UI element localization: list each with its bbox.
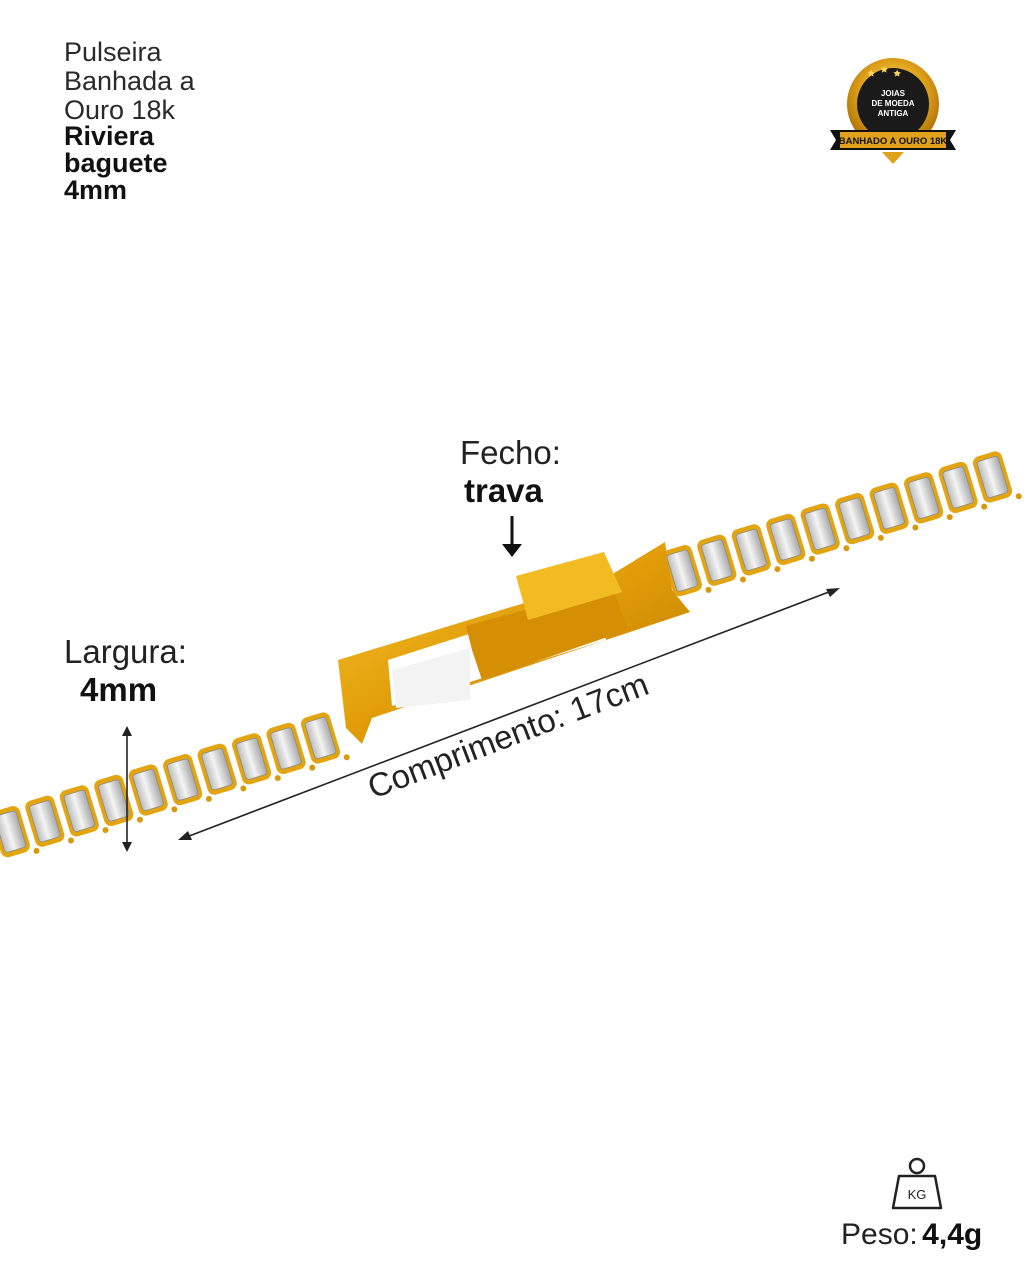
width-callout: Largura: 4mm — [64, 633, 187, 709]
chain-link — [705, 586, 712, 593]
badge-ribbon: BANHADO A OURO 18K — [839, 136, 948, 147]
chain-link — [912, 524, 919, 531]
name-line: baguete — [64, 148, 168, 178]
baguette-stone — [666, 549, 699, 592]
baguette-stone — [976, 455, 1009, 499]
clasp-label: Fecho: — [460, 434, 561, 471]
chain-link — [240, 785, 247, 792]
chain-link — [102, 827, 109, 834]
baguette-stone — [770, 518, 802, 561]
product-title: Pulseira Banhada a Ouro 18k — [64, 38, 195, 125]
baguette-stone — [942, 466, 974, 509]
chain-link — [808, 555, 815, 562]
baguette-stone — [304, 716, 337, 760]
chain-link — [1015, 493, 1022, 500]
weight-value: 4,4g — [922, 1218, 983, 1251]
badge-line: JOIAS — [881, 89, 906, 98]
chain-link — [68, 837, 75, 844]
chain-link — [877, 534, 884, 541]
baguette-stone — [873, 487, 905, 530]
baguette-stone — [98, 779, 130, 822]
chain-link — [343, 754, 350, 761]
chain-link — [740, 576, 747, 583]
baguette-stone — [838, 497, 871, 540]
chain-link — [309, 764, 316, 771]
chain-link — [774, 566, 781, 573]
chain-link — [274, 775, 281, 782]
baguette-stone — [132, 769, 164, 812]
name-line: Riviera — [64, 121, 155, 151]
baguette-stone — [166, 758, 199, 801]
width-value: 4mm — [80, 671, 158, 708]
chain-link — [136, 816, 143, 823]
width-label: Largura: — [64, 633, 187, 670]
name-line: 4mm — [64, 175, 128, 205]
length-arrow — [178, 588, 840, 840]
baguette-stone — [63, 789, 95, 832]
chain-link — [843, 545, 850, 552]
baguette-stone — [0, 810, 27, 853]
badge-line: ANTIGA — [878, 109, 909, 118]
bracelet-chain-right — [662, 451, 1022, 597]
baguette-stone — [735, 528, 767, 571]
weight-callout: Peso: 4,4g — [841, 1218, 982, 1252]
baguette-stone — [201, 748, 233, 791]
baguette-stone — [270, 727, 302, 770]
chain-link — [946, 514, 953, 521]
clasp-callout: Fecho: trava — [460, 434, 580, 510]
baguette-stone — [701, 539, 733, 582]
product-name: Riviera baguete 4mm — [64, 123, 168, 204]
weight-icon-text: KG — [908, 1187, 927, 1202]
bracelet-chain-left — [0, 712, 350, 858]
weight-kg-icon: KG — [891, 1157, 943, 1210]
chain-link — [981, 503, 988, 510]
title-line: Ouro 18k — [64, 95, 176, 125]
gold-seal-badge: JOIAS DE MOEDA ANTIGA BANHADO A OURO 18K — [830, 58, 956, 164]
badge-line: DE MOEDA — [871, 99, 914, 108]
clasp-value: trava — [464, 472, 543, 509]
title-line: Banhada a — [64, 66, 195, 96]
weight-label: Peso: — [841, 1218, 918, 1251]
title-line: Pulseira — [64, 37, 162, 67]
width-arrow — [122, 726, 132, 852]
baguette-stone — [235, 737, 268, 780]
clasp-arrow — [502, 516, 522, 557]
bracelet-clasp — [338, 542, 690, 744]
baguette-stone — [804, 508, 836, 551]
chain-link — [33, 847, 40, 854]
chain-link — [205, 795, 212, 802]
chain-link — [171, 806, 178, 813]
baguette-stone — [907, 476, 940, 519]
baguette-stone — [29, 800, 61, 843]
